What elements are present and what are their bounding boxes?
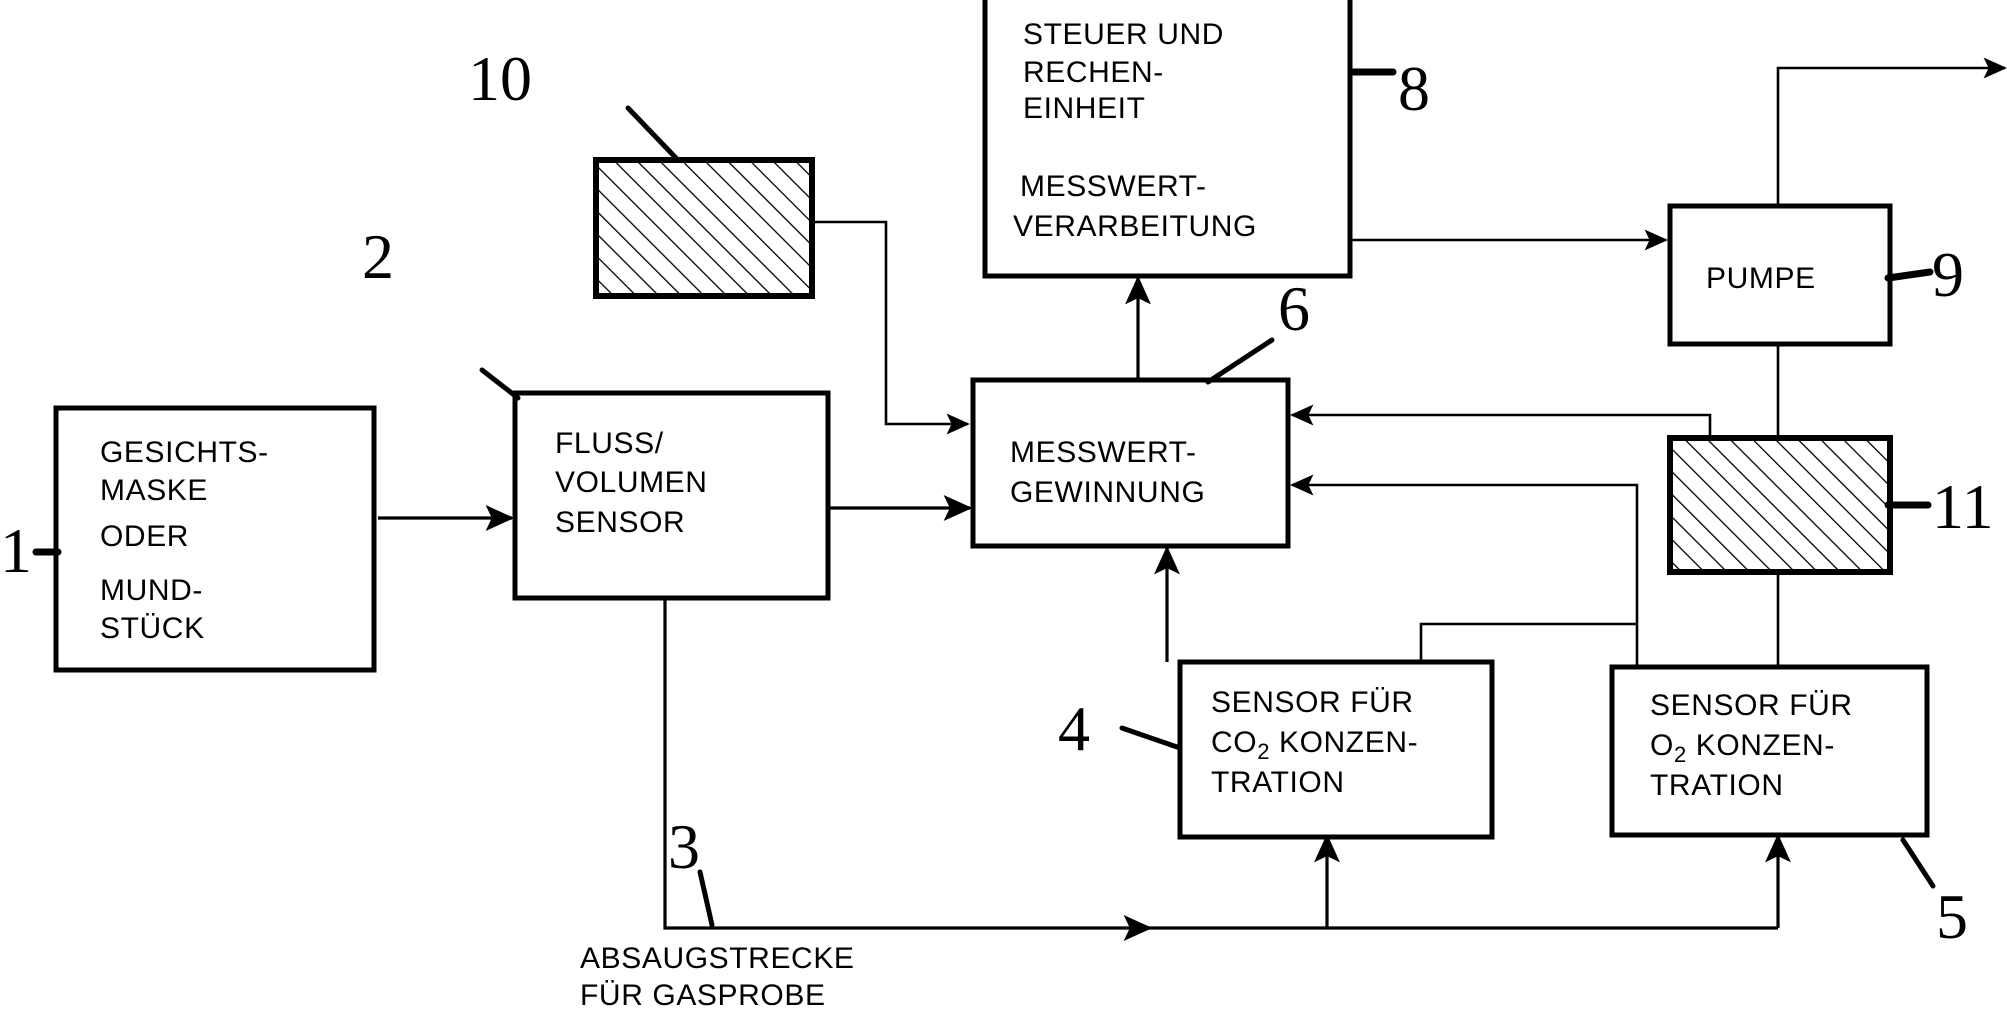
block-5-line-3: TRATION: [1650, 769, 1784, 802]
ref-number-11: 11: [1932, 471, 1994, 542]
link-pump-exhaust-outlet: [1776, 57, 2007, 206]
block-4-line-2: CO2 KONZEN-: [1211, 726, 1418, 764]
block-9-line-1: PUMPE: [1706, 262, 1816, 295]
block-6-line-1: MESSWERT-: [1010, 436, 1197, 469]
ref-number-4: 4: [1058, 693, 1090, 764]
block-11-hatched[interactable]: [1667, 435, 1893, 575]
block-4-co2-subscript: 2: [1257, 739, 1270, 764]
block-6-measurement-acquisition[interactable]: MESSWERT- GEWINNUNG: [970, 377, 1291, 549]
block-2-flow-volume-sensor[interactable]: FLUSS/ VOLUMEN SENSOR: [512, 390, 831, 601]
block-9-pump[interactable]: PUMPE: [1667, 203, 1893, 347]
block-8-line-5: VERARBEITUNG: [1013, 210, 1257, 243]
block-1-line-1: GESICHTS-: [100, 436, 269, 469]
link-block11-to-acquisition: [1290, 404, 1712, 438]
block-5-o2-subscript: 2: [1674, 742, 1687, 767]
leader-2: [479, 367, 521, 401]
block-8-control-and-computing-unit[interactable]: STEUER UND RECHEN- EINHEIT MESSWERT- VER…: [982, 0, 1353, 279]
ref-number-9: 9: [1932, 239, 1964, 310]
block-8-line-2: RECHEN-: [1023, 56, 1164, 89]
block-4-co2-concentration-sensor[interactable]: SENSOR FÜR CO2 KONZEN- TRATION: [1177, 659, 1495, 840]
ref-number-2: 2: [362, 221, 394, 292]
block-1-line-5: STÜCK: [100, 612, 205, 645]
block-4-line-3: TRATION: [1211, 766, 1345, 799]
block-6-line-2: GEWINNUNG: [1010, 476, 1205, 509]
block-2-line-1: FLUSS/: [555, 427, 664, 460]
leader-4: [1119, 725, 1183, 751]
block-9-rect: [1667, 203, 1893, 347]
ref-number-3: 3: [668, 811, 700, 882]
co2-sensor-top-branch: [1419, 622, 1637, 662]
link-o2-sensor-to-acquisition: [1290, 474, 1639, 665]
ref-number-6: 6: [1278, 273, 1310, 344]
leader-3: [697, 869, 715, 928]
link-flow-sensor-to-suction-line: [663, 598, 1153, 941]
block-1-line-3: ODER: [100, 520, 189, 553]
block-5-o2-concentration-sensor[interactable]: SENSOR FÜR O2 KONZEN- TRATION: [1609, 664, 1930, 838]
block-10-rect: [593, 157, 815, 299]
block-8-line-4: MESSWERT-: [1020, 170, 1207, 203]
block-2-rect: [512, 390, 831, 601]
block-8-line-1: STEUER UND: [1023, 18, 1224, 51]
block-4-line-1: SENSOR FÜR: [1211, 686, 1414, 719]
block-10-hatched[interactable]: [593, 157, 815, 299]
block-5-line-2: O2 KONZEN-: [1650, 729, 1835, 767]
ref-number-5: 5: [1936, 881, 1968, 952]
block-2-line-2: VOLUMEN: [555, 466, 708, 499]
ref-number-8: 8: [1398, 53, 1430, 124]
ref-number-10: 10: [468, 43, 532, 114]
block-1-face-mask-or-mouthpiece[interactable]: GESICHTS- MASKE ODER MUND- STÜCK: [53, 405, 377, 673]
block-4-co2-text: CO: [1211, 726, 1257, 759]
leader-9: [1884, 268, 1934, 282]
block-8-rect: [982, 0, 1353, 279]
block-2-line-3: SENSOR: [555, 506, 685, 539]
leader-5: [1900, 837, 1936, 889]
block-4-rect: [1177, 659, 1495, 840]
block-8-line-3: EINHEIT: [1023, 92, 1146, 125]
link-block10-to-acquisition: [812, 220, 970, 435]
block-5-line-1: SENSOR FÜR: [1650, 689, 1853, 722]
block-1-line-4: MUND-: [100, 574, 203, 607]
suction-line-caption-1: ABSAUGSTRECKE: [580, 942, 855, 975]
block-5-rect: [1609, 664, 1930, 838]
block-6-rect: [970, 377, 1291, 549]
block-11-rect: [1667, 435, 1893, 575]
block-5-o2-text: O: [1650, 729, 1674, 762]
suction-line-caption-2: FÜR GASPROBE: [580, 979, 826, 1012]
block-4-konzen-text: KONZEN-: [1270, 726, 1418, 759]
leader-6: [1205, 337, 1275, 385]
ref-number-1: 1: [0, 515, 32, 586]
block-1-rect: [53, 405, 377, 673]
block-5-konzen-text: KONZEN-: [1687, 729, 1835, 762]
block-1-line-2: MASKE: [100, 474, 208, 507]
leader-10: [625, 105, 679, 161]
